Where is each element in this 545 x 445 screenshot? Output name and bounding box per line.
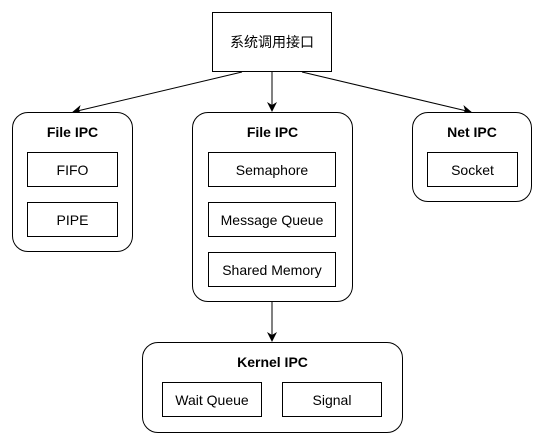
wait-queue-node: Wait Queue	[162, 382, 262, 417]
semaphore-label: Semaphore	[235, 161, 309, 178]
fifo-node: FIFO	[27, 152, 118, 187]
net-ipc-title: Net IPC	[447, 124, 497, 140]
message-queue-node: Message Queue	[208, 202, 336, 237]
socket-label: Socket	[451, 161, 494, 178]
signal-node: Signal	[282, 382, 382, 417]
file-ipc-center-title: File IPC	[246, 124, 299, 140]
signal-label: Signal	[312, 391, 352, 408]
wait-queue-label: Wait Queue	[175, 391, 249, 408]
fifo-label: FIFO	[56, 161, 89, 178]
edge-root-to-file-ipc-left	[72, 71, 243, 115]
pipe-node: PIPE	[27, 202, 118, 237]
file-ipc-left-title: File IPC	[46, 124, 99, 140]
shared-memory-label: Shared Memory	[222, 261, 322, 278]
semaphore-node: Semaphore	[208, 152, 336, 187]
pipe-label: PIPE	[56, 211, 89, 228]
kernel-ipc-title: Kernel IPC	[237, 354, 308, 370]
message-queue-label: Message Queue	[220, 211, 324, 228]
edge-root-to-net-ipc	[301, 71, 472, 115]
root-node-label: 系统调用接口	[230, 35, 314, 51]
shared-memory-node: Shared Memory	[208, 252, 336, 287]
socket-node: Socket	[427, 152, 518, 187]
root-node: 系统调用接口	[212, 12, 332, 72]
